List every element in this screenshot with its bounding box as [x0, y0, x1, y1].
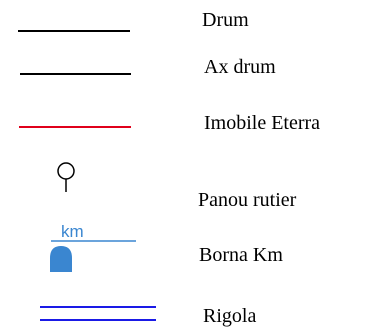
- km-marker-text: km: [61, 222, 84, 241]
- legend-label-borna-km: Borna Km: [199, 244, 283, 266]
- drainage-ditch-symbol: [40, 306, 156, 321]
- legend-label-rigola: Rigola: [203, 305, 257, 327]
- km-marker-icon: km: [50, 222, 136, 272]
- road-sign-pin-icon: [57, 162, 75, 192]
- legend-label-panou-rutier: Panou rutier: [198, 189, 297, 211]
- legend-label-drum: Drum: [202, 9, 249, 31]
- legend-label-imobile-eterra: Imobile Eterra: [204, 112, 321, 134]
- legend-label-ax-drum: Ax drum: [204, 56, 276, 78]
